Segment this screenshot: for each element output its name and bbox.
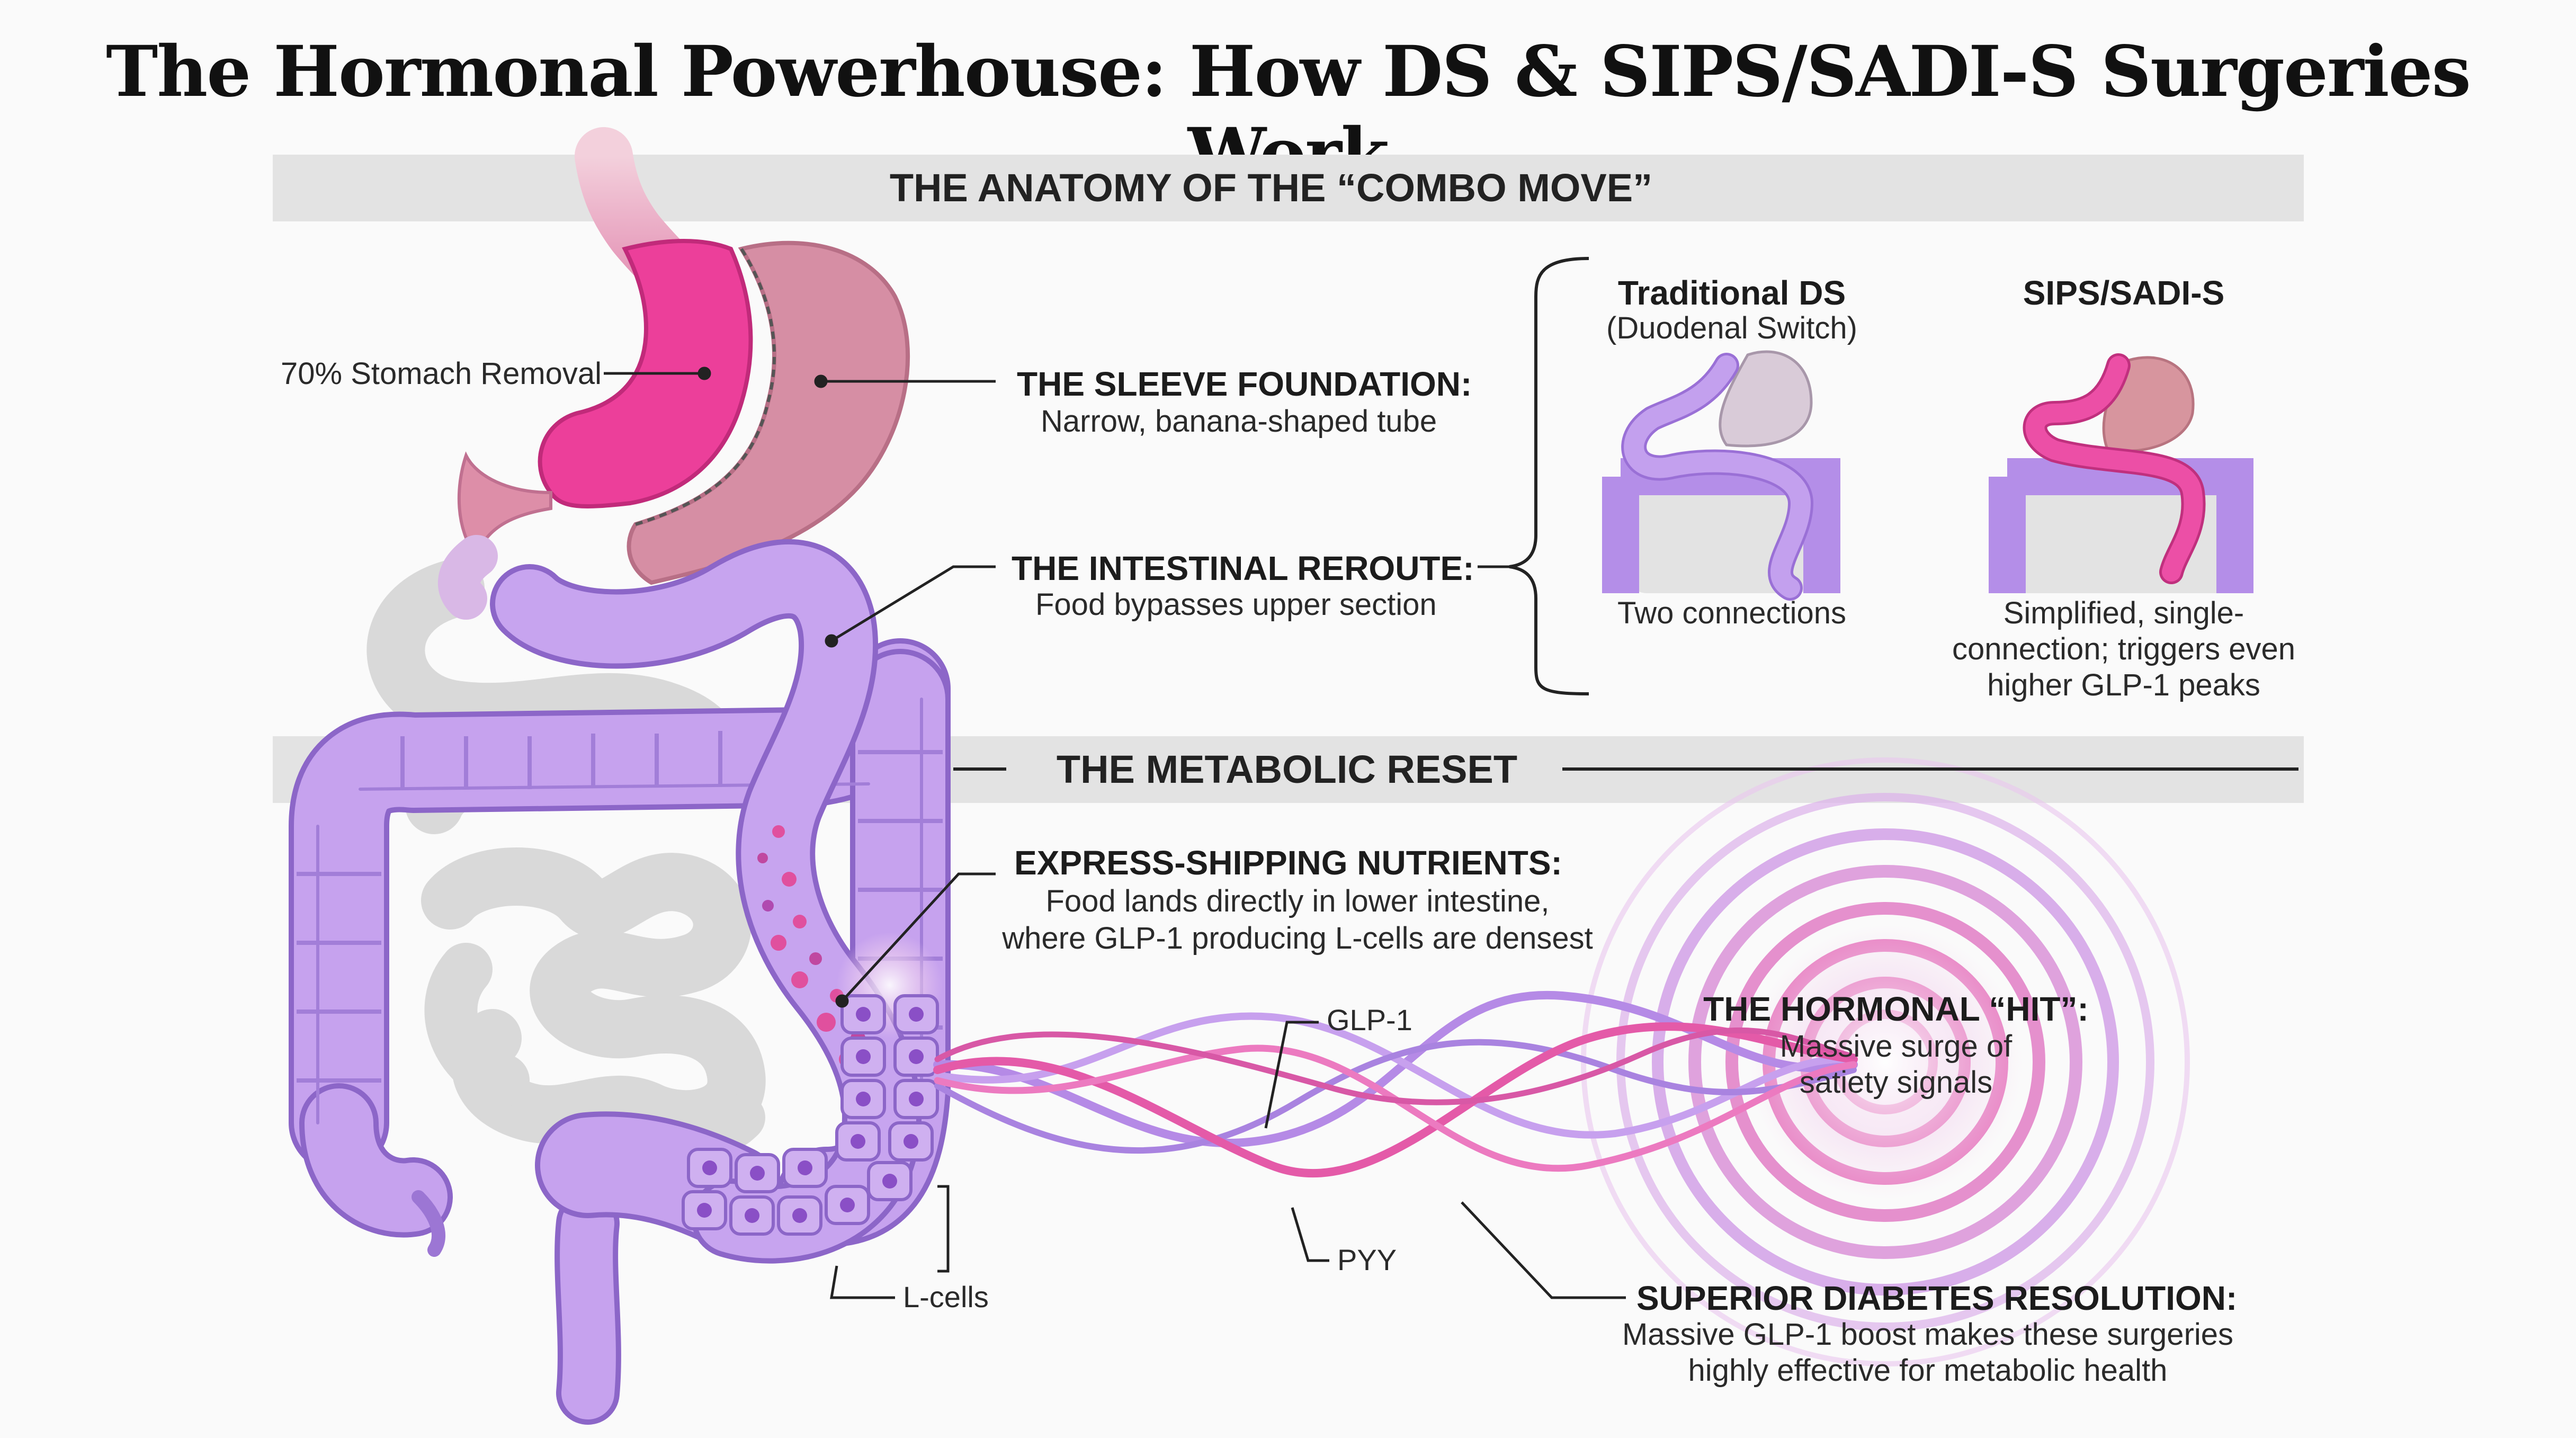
metabolic-section-title: THE METABOLIC RESET [1056,747,1518,791]
hormone-strands [933,990,1858,1178]
anatomy-section-title: THE ANATOMY OF THE “COMBO MOVE” [889,166,1653,210]
pyy-label: PYY [1337,1243,1397,1276]
leader-lines [604,257,2298,1299]
hormonal-hit-title: THE HORMONAL “HIT”: [1703,990,2089,1028]
glp1-strand-3 [934,1039,1857,1154]
staple-line [635,248,776,526]
sleeve-foundation-desc: Narrow, banana-shaped tube [1041,404,1437,439]
hormonal-hit-desc-line-2: satiety signals [1799,1065,1993,1100]
hormonal-hit-desc-line-1: Massive surge of [1779,1029,2012,1064]
pyy-strand-2 [934,1044,1857,1172]
bypassed-small-intestine [366,559,766,1159]
diabetes-resolution-desc-line-1: Massive GLP-1 boost makes these surgerie… [1622,1317,2234,1352]
intestinal-reroute-desc: Food bypasses upper section [1035,587,1437,622]
ds-title: Traditional DS [1617,274,1846,312]
diabetes-resolution-title: SUPERIOR DIABETES RESOLUTION: [1636,1279,2238,1317]
sips-caption-line-3: higher GLP-1 peaks [1987,668,2260,702]
sips-caption-line-1: Simplified, single- [2003,596,2244,630]
page-title: The Hormonal Powerhouse: How DS & SIPS/S… [106,31,2471,195]
stomach-removal-label: 70% Stomach Removal [281,356,602,391]
ds-subtitle: (Duodenal Switch) [1606,311,1857,345]
sleeve-foundation-title: THE SLEEVE FOUNDATION: [1017,365,1472,403]
pylorus [457,451,552,560]
glp1-strand-2 [934,1012,1857,1139]
glp1-strand-1 [933,990,1858,1148]
express-shipping-desc-line-2: where GLP-1 producing L-cells are denses… [1002,921,1593,955]
glp1-label: GLP-1 [1327,1003,1412,1037]
duodenal-stump [438,535,498,620]
pyy-strand-3 [934,1027,1857,1105]
sips-title: SIPS/SADI-S [2023,274,2225,312]
satiety-signal-rings [1581,757,2190,1366]
express-shipping-title: EXPRESS-SHIPPING NUTRIENTS: [1014,844,1562,882]
l-cells-label: L-cells [903,1280,989,1314]
sips-diagram [1989,353,2253,593]
intestinal-reroute-title: THE INTESTINAL REROUTE: [1012,549,1474,587]
l-cells-cluster [682,932,943,1236]
diabetes-resolution-desc-line-2: highly effective for metabolic health [1688,1353,2168,1388]
sips-caption-line-2: connection; triggers even [1952,632,2296,666]
express-shipping-desc-line-1: Food lands directly in lower intestine, [1045,884,1550,918]
ds-caption: Two connections [1617,596,1847,630]
ds-diagram [1602,350,1840,601]
